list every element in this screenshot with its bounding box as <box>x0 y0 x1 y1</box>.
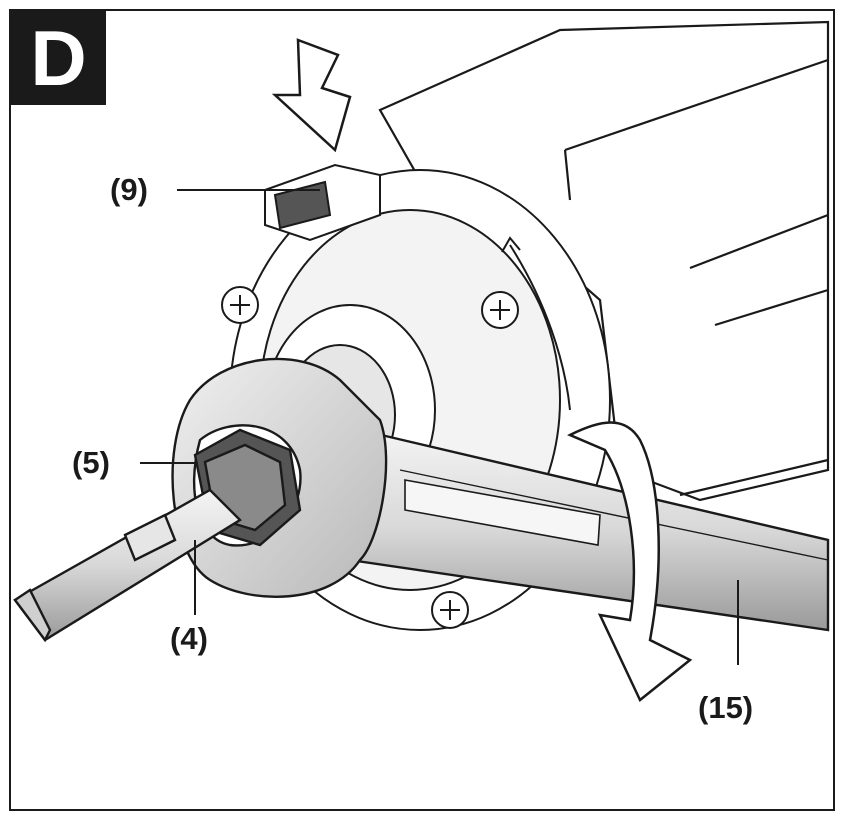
callout-9: (9) <box>110 172 148 207</box>
spindle-lock-button <box>264 163 381 242</box>
figure-border <box>9 9 835 811</box>
callout-15: (15) <box>698 690 754 725</box>
press-arrow-icon <box>271 38 352 153</box>
callout-5: (5) <box>72 445 110 480</box>
callout-4: (4) <box>170 621 208 656</box>
turn-direction-arrow-icon <box>567 421 693 702</box>
screw-top-left <box>221 286 259 324</box>
drill-bit <box>13 488 242 643</box>
screw-right <box>481 291 519 329</box>
panel-letter-badge: D <box>11 11 106 105</box>
nut <box>193 428 302 547</box>
ring-rotation-arrow-icon <box>501 236 571 411</box>
screw-bottom <box>431 591 469 629</box>
leader-lines <box>140 189 739 665</box>
